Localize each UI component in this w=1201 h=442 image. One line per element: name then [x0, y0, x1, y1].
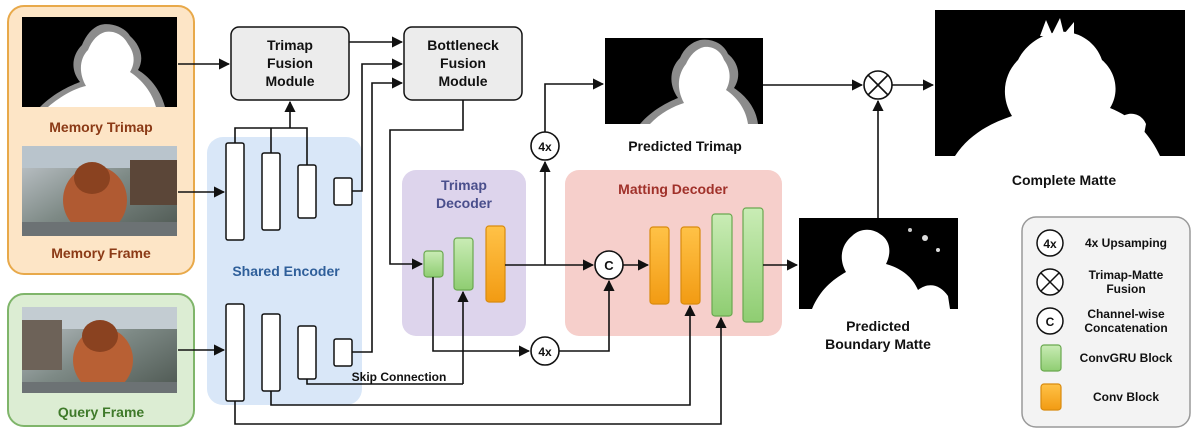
svg-text:Bottleneck: Bottleneck [427, 37, 499, 53]
svg-text:C: C [1046, 315, 1055, 329]
trimap-decoder-label: Trimap [441, 177, 487, 193]
svg-text:Trimap: Trimap [267, 37, 313, 53]
encoder-block [225, 303, 245, 402]
upsample-op-lower: 4x [530, 336, 560, 366]
memory-trimap-label: Memory Trimap [49, 119, 152, 135]
svg-text:Fusion: Fusion [267, 55, 313, 71]
fusion-operator-icon [863, 70, 893, 100]
concat-op: C [594, 250, 624, 280]
legend-upsample-label: 4x Upsamping [1085, 236, 1167, 250]
predicted-boundary-matte-image [799, 218, 958, 309]
shared-encoder-label: Shared Encoder [232, 263, 340, 279]
svg-text:Module: Module [439, 73, 488, 89]
memory-frame-label: Memory Frame [51, 245, 151, 261]
complete-matte-image [935, 10, 1185, 156]
encoder-block [297, 164, 317, 219]
predicted-boundary-matte-label-2: Boundary Matte [825, 336, 931, 352]
conv-block [680, 226, 701, 305]
encoder-block [297, 325, 317, 380]
legend-fusion-label: Trimap-Matte [1089, 268, 1164, 282]
upsample-op-trimap: 4x [530, 131, 560, 161]
skip-connection-label: Skip Connection [352, 370, 447, 384]
convgru-block [742, 207, 764, 323]
legend-box [1021, 216, 1191, 428]
encoder-blocks-query [225, 303, 353, 402]
legend-concat-label: Channel-wise [1087, 307, 1165, 321]
legend-concat-symbol: C [1036, 307, 1064, 335]
conv-block [649, 226, 670, 305]
query-frame-image [22, 307, 177, 393]
predicted-boundary-matte-label: Predicted [846, 318, 910, 334]
conv-block [485, 225, 506, 303]
encoder-block [261, 152, 281, 231]
encoder-block [261, 313, 281, 392]
encoder-block [333, 338, 353, 367]
memory-trimap-image [22, 17, 177, 108]
svg-text:Fusion: Fusion [440, 55, 486, 71]
legend: 4x 4x Upsamping Trimap-Matte Fusion C Ch… [1021, 216, 1191, 428]
legend-upsample-symbol: 4x [1036, 229, 1064, 257]
predicted-trimap-image [605, 38, 763, 124]
legend-concat-label-2: Concatenation [1084, 321, 1167, 335]
svg-text:Module: Module [266, 73, 315, 89]
svg-text:C: C [604, 258, 614, 273]
svg-text:4x: 4x [1043, 237, 1057, 251]
legend-fusion-symbol [1036, 268, 1064, 296]
trimap-fusion-module: Trimap Fusion Module [230, 26, 350, 101]
encoder-block [225, 142, 245, 241]
convgru-block [711, 213, 733, 317]
encoder-block [333, 177, 353, 206]
convgru-block [453, 237, 474, 291]
predicted-trimap-label: Predicted Trimap [628, 138, 742, 154]
shared-encoder-panel [207, 137, 362, 405]
trimap-decoder-label-2: Decoder [436, 195, 493, 211]
connections [178, 36, 935, 425]
query-frame-label: Query Frame [58, 404, 145, 420]
bottleneck-fusion-module: Bottleneck Fusion Module [403, 26, 523, 101]
legend-convgru-swatch [1040, 344, 1062, 372]
memory-frame-image [22, 146, 177, 236]
svg-text:4x: 4x [538, 140, 552, 154]
legend-convgru-label: ConvGRU Block [1080, 351, 1173, 365]
svg-text:4x: 4x [538, 345, 552, 359]
legend-fusion-label-2: Fusion [1106, 282, 1145, 296]
legend-conv-label: Conv Block [1093, 390, 1159, 404]
convgru-block [423, 250, 444, 278]
matting-decoder-label: Matting Decoder [618, 181, 728, 197]
complete-matte-label: Complete Matte [1012, 172, 1116, 188]
legend-conv-swatch [1040, 383, 1062, 411]
